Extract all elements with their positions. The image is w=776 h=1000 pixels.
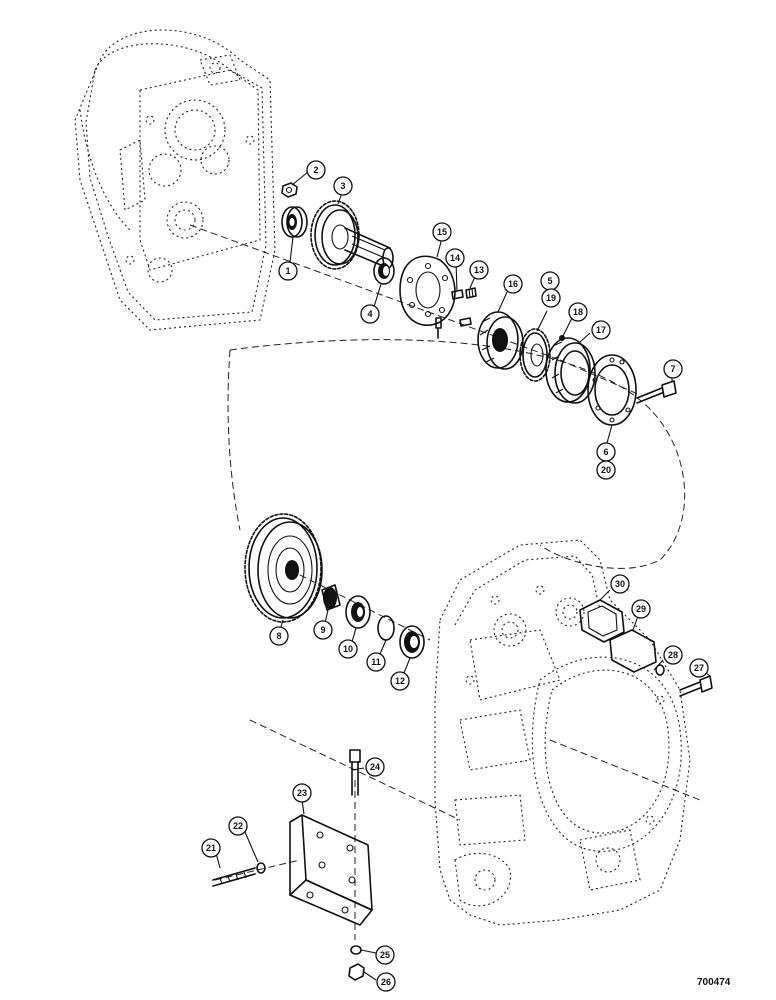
callout-16: 16 bbox=[503, 274, 523, 294]
splined-hub bbox=[477, 311, 524, 370]
svg-text:13: 13 bbox=[474, 265, 484, 275]
cap-screw bbox=[679, 675, 713, 697]
svg-text:26: 26 bbox=[381, 977, 391, 987]
callout-12: 12 bbox=[390, 671, 410, 691]
callout-10: 10 bbox=[338, 639, 358, 659]
callout-17: 17 bbox=[591, 320, 611, 340]
svg-text:18: 18 bbox=[573, 307, 583, 317]
svg-text:3: 3 bbox=[340, 181, 345, 191]
callout-26: 26 bbox=[376, 972, 396, 992]
svg-text:11: 11 bbox=[371, 657, 381, 667]
roller-bearing bbox=[321, 584, 341, 611]
svg-text:4: 4 bbox=[367, 309, 372, 319]
cover-plate bbox=[609, 629, 657, 673]
mounting-bracket bbox=[289, 814, 373, 926]
bearing-cup bbox=[399, 625, 425, 659]
bearing-cone bbox=[345, 595, 371, 629]
callout-24: 24 bbox=[365, 757, 385, 777]
callout-15: 15 bbox=[432, 222, 452, 242]
svg-text:12: 12 bbox=[395, 676, 405, 686]
lock-washer bbox=[655, 664, 665, 676]
callout-2: 2 bbox=[306, 160, 326, 180]
pin bbox=[459, 317, 472, 327]
svg-text:19: 19 bbox=[546, 293, 556, 303]
callout-11: 11 bbox=[366, 652, 386, 672]
callout-20: 20 bbox=[596, 460, 616, 480]
pin bbox=[451, 289, 464, 300]
lock-plate bbox=[399, 255, 456, 327]
bearing bbox=[281, 206, 308, 238]
bolt-vertical bbox=[349, 749, 361, 796]
svg-text:5: 5 bbox=[547, 276, 552, 286]
svg-text:2: 2 bbox=[313, 165, 318, 175]
callout-29: 29 bbox=[631, 599, 651, 619]
large-spur-gear bbox=[244, 513, 323, 623]
svg-text:24: 24 bbox=[370, 762, 380, 772]
svg-text:8: 8 bbox=[276, 631, 281, 641]
cap-screw bbox=[636, 380, 677, 404]
callout-23: 23 bbox=[292, 783, 312, 803]
nut bbox=[281, 182, 298, 198]
pin bbox=[465, 287, 477, 299]
lower-washer bbox=[350, 945, 362, 955]
callout-4: 4 bbox=[360, 304, 380, 324]
svg-text:16: 16 bbox=[508, 279, 518, 289]
svg-text:30: 30 bbox=[615, 579, 625, 589]
callout-19: 19 bbox=[541, 288, 561, 308]
cover-gasket bbox=[587, 354, 637, 426]
small-bolt bbox=[435, 317, 442, 339]
svg-text:7: 7 bbox=[670, 364, 675, 374]
callout-6: 6 bbox=[596, 442, 616, 462]
callout-18: 18 bbox=[568, 302, 588, 322]
svg-text:17: 17 bbox=[596, 325, 606, 335]
callout-5: 5 bbox=[540, 271, 560, 291]
svg-text:14: 14 bbox=[450, 253, 460, 263]
drawing-number: 700474 bbox=[697, 977, 731, 988]
assembly-connection-loop bbox=[227, 339, 686, 569]
callout-30: 30 bbox=[610, 574, 630, 594]
callout-27: 27 bbox=[689, 658, 709, 678]
lower-nut bbox=[348, 963, 365, 981]
callout-3: 3 bbox=[333, 176, 353, 196]
callout-22: 22 bbox=[228, 816, 248, 836]
callout-21: 21 bbox=[201, 838, 221, 858]
svg-text:28: 28 bbox=[668, 650, 678, 660]
svg-text:10: 10 bbox=[343, 644, 353, 654]
callout-28: 28 bbox=[663, 645, 683, 665]
svg-text:21: 21 bbox=[206, 843, 216, 853]
cover-gasket-small bbox=[579, 599, 625, 643]
callout-7: 7 bbox=[663, 359, 683, 379]
svg-text:25: 25 bbox=[380, 950, 390, 960]
callout-13: 13 bbox=[469, 260, 489, 280]
stud-bolt bbox=[212, 867, 256, 887]
bearing bbox=[373, 257, 395, 285]
retaining-ring bbox=[545, 337, 596, 404]
svg-text:20: 20 bbox=[601, 465, 611, 475]
svg-text:9: 9 bbox=[320, 625, 325, 635]
callout-14: 14 bbox=[445, 248, 465, 268]
lower-transmission-housing bbox=[434, 539, 691, 926]
svg-text:29: 29 bbox=[636, 604, 646, 614]
svg-text:23: 23 bbox=[297, 788, 307, 798]
callout-25: 25 bbox=[375, 945, 395, 965]
svg-text:15: 15 bbox=[437, 227, 447, 237]
washer bbox=[256, 862, 266, 874]
svg-text:22: 22 bbox=[233, 821, 243, 831]
clutch-gear bbox=[519, 328, 551, 382]
svg-text:27: 27 bbox=[694, 663, 704, 673]
snap-ring bbox=[377, 615, 395, 641]
callout-1: 1 bbox=[278, 261, 298, 281]
callout-9: 9 bbox=[313, 620, 333, 640]
upper-transmission-housing bbox=[74, 29, 276, 331]
svg-text:6: 6 bbox=[603, 447, 608, 457]
svg-text:1: 1 bbox=[285, 266, 290, 276]
callout-8: 8 bbox=[269, 626, 289, 646]
